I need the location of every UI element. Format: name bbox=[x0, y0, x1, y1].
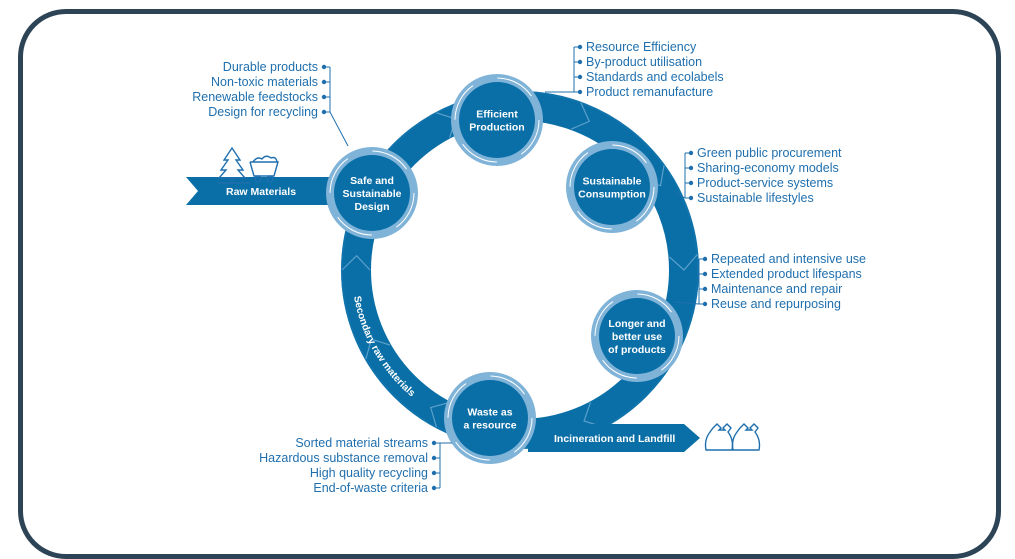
raw-materials-arrow: Raw Materials bbox=[186, 177, 350, 205]
ring-chevron bbox=[341, 254, 371, 271]
incineration-arrow: Incineration and Landfill bbox=[528, 424, 700, 452]
hub-label-line: Production bbox=[469, 122, 524, 134]
list-item: Durable products bbox=[223, 60, 318, 74]
incineration-label: Incineration and Landfill bbox=[554, 433, 675, 445]
list-connector bbox=[673, 301, 700, 305]
hub-label-line: Safe and bbox=[350, 175, 394, 187]
list-item: Product-service systems bbox=[697, 176, 833, 190]
list-consumption: Green public procurementSharing-economy … bbox=[675, 146, 842, 205]
waste-bag-icon bbox=[704, 423, 734, 451]
ring-chevron bbox=[429, 401, 450, 428]
hub-label-line: Consumption bbox=[578, 189, 646, 201]
hub-label-line: Longer and bbox=[608, 318, 665, 330]
hub-label-line: Waste as bbox=[467, 407, 512, 419]
list-item: Standards and ecolabels bbox=[586, 70, 724, 84]
list-item: Hazardous substance removal bbox=[259, 451, 428, 465]
hub-label-line: Design bbox=[354, 201, 389, 213]
list-item: High quality recycling bbox=[310, 466, 428, 480]
list-item: Sorted material streams bbox=[295, 436, 428, 450]
hub-waste-resource: Waste asa resource bbox=[444, 372, 536, 464]
list-item: Design for recycling bbox=[208, 105, 318, 119]
list-item: Sustainable lifestyles bbox=[697, 191, 814, 205]
hub-label-line: a resource bbox=[463, 420, 516, 432]
cycle-arrow-icon bbox=[329, 150, 415, 236]
list-item: Maintenance and repair bbox=[711, 282, 842, 296]
list-item: Renewable feedstocks bbox=[192, 90, 318, 104]
list-item: Sharing-economy models bbox=[697, 161, 839, 175]
list-item: Non-toxic materials bbox=[211, 75, 318, 89]
hub-label-line: Sustainable bbox=[583, 176, 642, 188]
hub-label-line: Sustainable bbox=[343, 188, 402, 200]
hub-label-line: better use bbox=[612, 331, 662, 343]
ring-chevron bbox=[571, 102, 591, 130]
circular-economy-diagram: Raw Materials Incineration and Landfill … bbox=[186, 40, 866, 495]
list-item: Reuse and repurposing bbox=[711, 297, 841, 311]
list-item: End-of-waste criteria bbox=[313, 481, 428, 495]
list-item: Green public procurement bbox=[697, 146, 842, 160]
list-connector bbox=[675, 192, 686, 199]
list-item: Repeated and intensive use bbox=[711, 252, 866, 266]
list-item: By-product utilisation bbox=[586, 55, 702, 69]
list-item: Product remanufacture bbox=[586, 85, 713, 99]
cycle-arrow-icon bbox=[594, 293, 680, 379]
cycle-arrow-icon bbox=[454, 77, 540, 163]
waste-bag-icon bbox=[731, 423, 761, 451]
hub-label-line: Efficient bbox=[476, 109, 518, 121]
hubs: Safe andSustainableDesignEfficientProduc… bbox=[326, 74, 683, 464]
cycle-arrow-icon bbox=[447, 375, 533, 461]
tree-icon bbox=[217, 146, 250, 184]
list-connector bbox=[329, 111, 349, 147]
raw-materials-label: Raw Materials bbox=[226, 186, 296, 198]
list-item: Extended product lifespans bbox=[711, 267, 862, 281]
ring-chevron bbox=[669, 254, 698, 271]
mine-cart-icon bbox=[249, 155, 279, 183]
hub-label-line: of products bbox=[608, 344, 666, 356]
cycle-arrow-icon bbox=[569, 144, 655, 230]
list-item: Resource Efficiency bbox=[586, 40, 697, 54]
ring-chevron bbox=[365, 338, 391, 360]
